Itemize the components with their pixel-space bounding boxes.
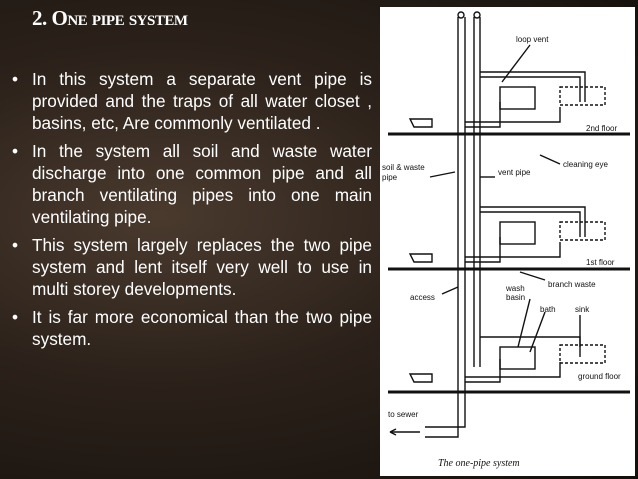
bullet-marker: •: [12, 69, 19, 89]
label-bath: bath: [540, 305, 556, 314]
label-pipe: pipe: [382, 173, 398, 182]
label-1st-floor: 1st floor: [586, 258, 615, 267]
label-vent-pipe: vent pipe: [498, 168, 531, 177]
bullet-item: • In the system all soil and waste water …: [10, 140, 372, 228]
label-wash: wash: [505, 284, 525, 293]
plumbing-diagram-svg: loop vent 2nd floor soil & waste pipe ve…: [382, 11, 630, 469]
bullet-marker: •: [12, 235, 19, 255]
bullet-text: This system largely replaces the two pip…: [32, 235, 372, 299]
slide-title: 2. One pipe system: [32, 6, 188, 30]
label-cleaning-eye: cleaning eye: [563, 160, 608, 169]
label-branch-waste: branch waste: [548, 280, 596, 289]
bullet-text: It is far more economical than the two p…: [32, 307, 372, 349]
label-sink: sink: [575, 305, 590, 314]
label-to-sewer: to sewer: [388, 410, 419, 419]
one-pipe-system-diagram: loop vent 2nd floor soil & waste pipe ve…: [380, 7, 635, 476]
bullet-text: In the system all soil and waste water d…: [32, 141, 372, 227]
bullet-list: • In this system a separate vent pipe is …: [10, 68, 372, 356]
bullet-text: In this system a separate vent pipe is p…: [32, 69, 372, 133]
label-access: access: [410, 293, 435, 302]
bullet-item: • This system largely replaces the two pi…: [10, 234, 372, 300]
diagram-caption: The one-pipe system: [438, 458, 520, 469]
label-ground-floor: ground floor: [578, 372, 621, 381]
bullet-marker: •: [12, 141, 19, 161]
bullet-item: • In this system a separate vent pipe is …: [10, 68, 372, 134]
label-basin: basin: [506, 293, 525, 302]
label-2nd-floor: 2nd floor: [586, 124, 617, 133]
label-loop-vent: loop vent: [516, 35, 549, 44]
bullet-marker: •: [12, 307, 19, 327]
bullet-item: • It is far more economical than the two …: [10, 306, 372, 350]
label-soil-waste: soil & waste: [382, 163, 425, 172]
